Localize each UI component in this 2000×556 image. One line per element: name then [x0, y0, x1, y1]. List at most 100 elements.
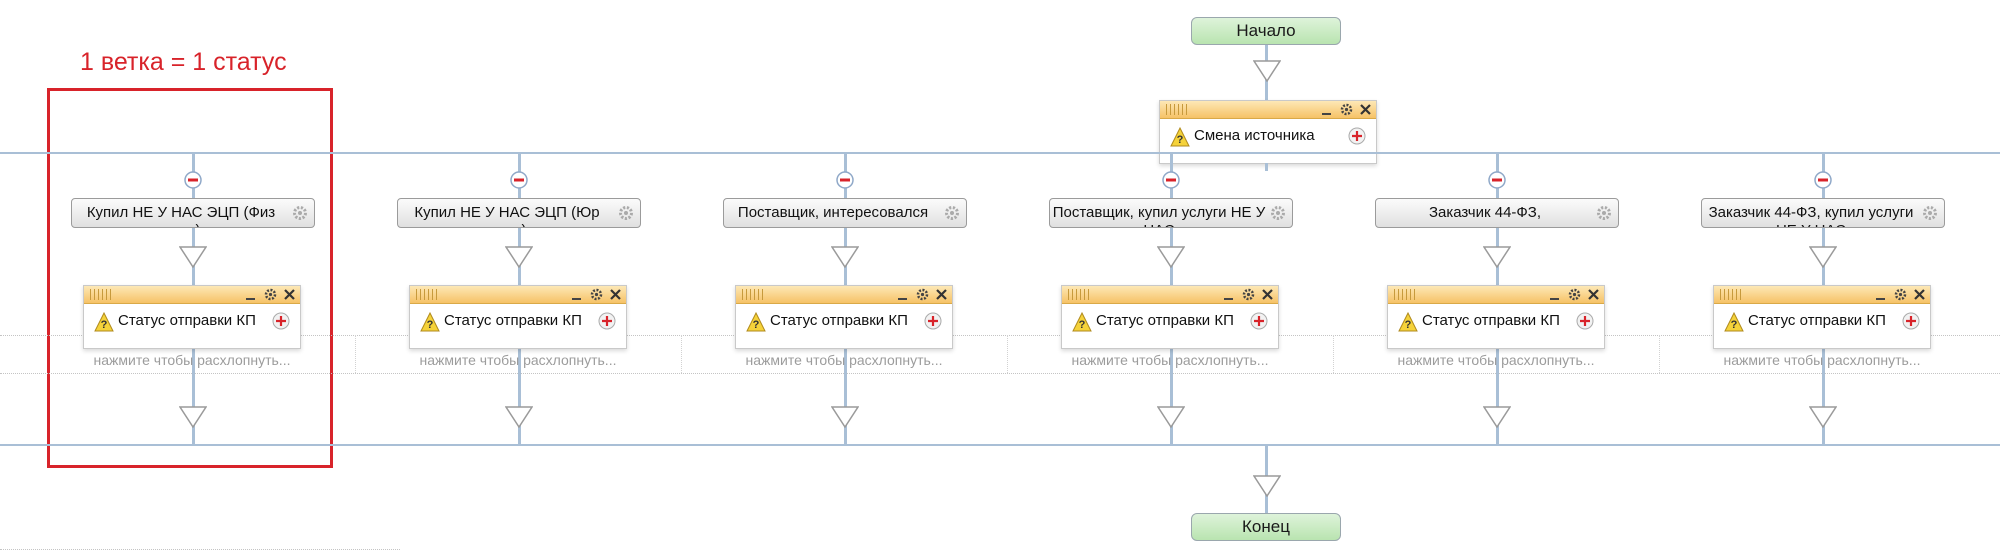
- annotation-highlight-box: [47, 88, 333, 468]
- collapse-icon[interactable]: [184, 171, 202, 189]
- expand-hint[interactable]: нажмите чтобы расхлопнуть...: [93, 352, 291, 368]
- column-divider: [1659, 335, 1660, 373]
- arrow-down-icon: [1809, 406, 1837, 428]
- status-block-label: Статус отправки КП: [1748, 312, 1886, 329]
- branch-condition[interactable]: Купил НЕ У НАС ЭЦП (Юр лицо): [397, 198, 641, 228]
- close-icon[interactable]: [1912, 287, 1927, 302]
- status-block[interactable]: ? Статус отправки КП: [83, 285, 301, 349]
- arrow-down-icon: [505, 246, 533, 268]
- status-block[interactable]: ? Статус отправки КП: [1713, 285, 1931, 349]
- gear-icon[interactable]: [589, 287, 604, 302]
- add-icon[interactable]: [1902, 312, 1920, 330]
- block-header[interactable]: [84, 286, 300, 304]
- minimize-icon[interactable]: [243, 287, 258, 302]
- close-icon[interactable]: [934, 287, 949, 302]
- gear-icon[interactable]: [943, 204, 961, 222]
- gear-icon[interactable]: [915, 287, 930, 302]
- close-icon[interactable]: [1260, 287, 1275, 302]
- expand-hint[interactable]: нажмите чтобы расхлопнуть...: [1071, 352, 1269, 368]
- status-block-label: Статус отправки КП: [1422, 312, 1560, 329]
- expand-hint[interactable]: нажмите чтобы расхлопнуть...: [745, 352, 943, 368]
- close-icon[interactable]: [282, 287, 297, 302]
- close-icon[interactable]: [608, 287, 623, 302]
- branch-condition[interactable]: Купил НЕ У НАС ЭЦП (Физ лицо): [71, 198, 315, 228]
- expand-hint[interactable]: нажмите чтобы расхлопнуть...: [1723, 352, 1921, 368]
- start-node[interactable]: Начало: [1191, 17, 1341, 45]
- gear-icon[interactable]: [1241, 287, 1256, 302]
- gear-icon[interactable]: [291, 204, 309, 222]
- drag-handle-icon[interactable]: [1166, 104, 1188, 115]
- arrow-down-icon: [179, 246, 207, 268]
- branch-condition-label: Поставщик, интересовался: [737, 204, 929, 221]
- minimize-icon[interactable]: [1319, 102, 1334, 117]
- add-icon[interactable]: [924, 312, 942, 330]
- branch-condition[interactable]: Поставщик, интересовался: [723, 198, 967, 228]
- drag-handle-icon[interactable]: [1720, 289, 1742, 300]
- footer-divider: [0, 549, 400, 550]
- gear-icon[interactable]: [1339, 102, 1354, 117]
- drag-handle-icon[interactable]: [1394, 289, 1416, 300]
- block-header[interactable]: [736, 286, 952, 304]
- minimize-icon[interactable]: [569, 287, 584, 302]
- gear-icon[interactable]: [1269, 204, 1287, 222]
- drag-handle-icon[interactable]: [90, 289, 112, 300]
- question-icon: ?: [746, 311, 766, 332]
- arrow-down-icon: [831, 406, 859, 428]
- block-header[interactable]: [1388, 286, 1604, 304]
- connector-switch-down: [1265, 163, 1268, 171]
- gear-icon[interactable]: [1893, 287, 1908, 302]
- block-header[interactable]: [1714, 286, 1930, 304]
- close-icon[interactable]: [1586, 287, 1601, 302]
- branch-condition[interactable]: Заказчик 44-ФЗ, купил услуги НЕ У НАС: [1701, 198, 1945, 228]
- expand-hint[interactable]: нажмите чтобы расхлопнуть...: [1397, 352, 1595, 368]
- add-icon[interactable]: [1348, 127, 1366, 145]
- block-header[interactable]: [1062, 286, 1278, 304]
- add-icon[interactable]: [272, 312, 290, 330]
- source-switch-block[interactable]: ? Смена источника: [1159, 100, 1377, 164]
- status-block[interactable]: ? Статус отправки КП: [735, 285, 953, 349]
- gear-icon[interactable]: [1567, 287, 1582, 302]
- gear-icon[interactable]: [1595, 204, 1613, 222]
- drag-handle-icon[interactable]: [1068, 289, 1090, 300]
- minimize-icon[interactable]: [1873, 287, 1888, 302]
- add-icon[interactable]: [598, 312, 616, 330]
- gear-icon[interactable]: [1921, 204, 1939, 222]
- status-block[interactable]: ? Статус отправки КП: [1387, 285, 1605, 349]
- gear-icon[interactable]: [263, 287, 278, 302]
- branch-condition[interactable]: Поставщик, купил услуги НЕ У НАС: [1049, 198, 1293, 228]
- minimize-icon[interactable]: [1547, 287, 1562, 302]
- branch-condition-label: Купил НЕ У НАС ЭЦП (Юр лицо): [414, 204, 600, 227]
- block-header[interactable]: [1160, 101, 1376, 119]
- status-block[interactable]: ? Статус отправки КП: [409, 285, 627, 349]
- drag-handle-icon[interactable]: [416, 289, 438, 300]
- expand-hint[interactable]: нажмите чтобы расхлопнуть...: [419, 352, 617, 368]
- status-block-label: Статус отправки КП: [1096, 312, 1234, 329]
- collapse-icon[interactable]: [510, 171, 528, 189]
- expand-area-top: [0, 335, 2000, 336]
- arrow-down-icon: [1157, 406, 1185, 428]
- branch-condition-label: Купил НЕ У НАС ЭЦП (Физ лицо): [86, 204, 276, 227]
- drag-handle-icon[interactable]: [742, 289, 764, 300]
- add-icon[interactable]: [1250, 312, 1268, 330]
- collapse-icon[interactable]: [1488, 171, 1506, 189]
- collapse-icon[interactable]: [1814, 171, 1832, 189]
- block-header[interactable]: [410, 286, 626, 304]
- collapse-icon[interactable]: [1162, 171, 1180, 189]
- question-icon: ?: [1170, 126, 1190, 147]
- collapse-icon[interactable]: [836, 171, 854, 189]
- gear-icon[interactable]: [617, 204, 635, 222]
- question-icon: ?: [1398, 311, 1418, 332]
- svg-text:?: ?: [1079, 319, 1086, 331]
- status-block[interactable]: ? Статус отправки КП: [1061, 285, 1279, 349]
- minimize-icon[interactable]: [895, 287, 910, 302]
- arrow-down-icon: [1253, 60, 1281, 82]
- svg-text:?: ?: [101, 319, 108, 331]
- close-icon[interactable]: [1358, 102, 1373, 117]
- arrow-down-icon: [1483, 246, 1511, 268]
- minimize-icon[interactable]: [1221, 287, 1236, 302]
- end-node[interactable]: Конец: [1191, 513, 1341, 541]
- add-icon[interactable]: [1576, 312, 1594, 330]
- branch-condition[interactable]: Заказчик 44-ФЗ, интересовался: [1375, 198, 1619, 228]
- question-icon: ?: [94, 311, 114, 332]
